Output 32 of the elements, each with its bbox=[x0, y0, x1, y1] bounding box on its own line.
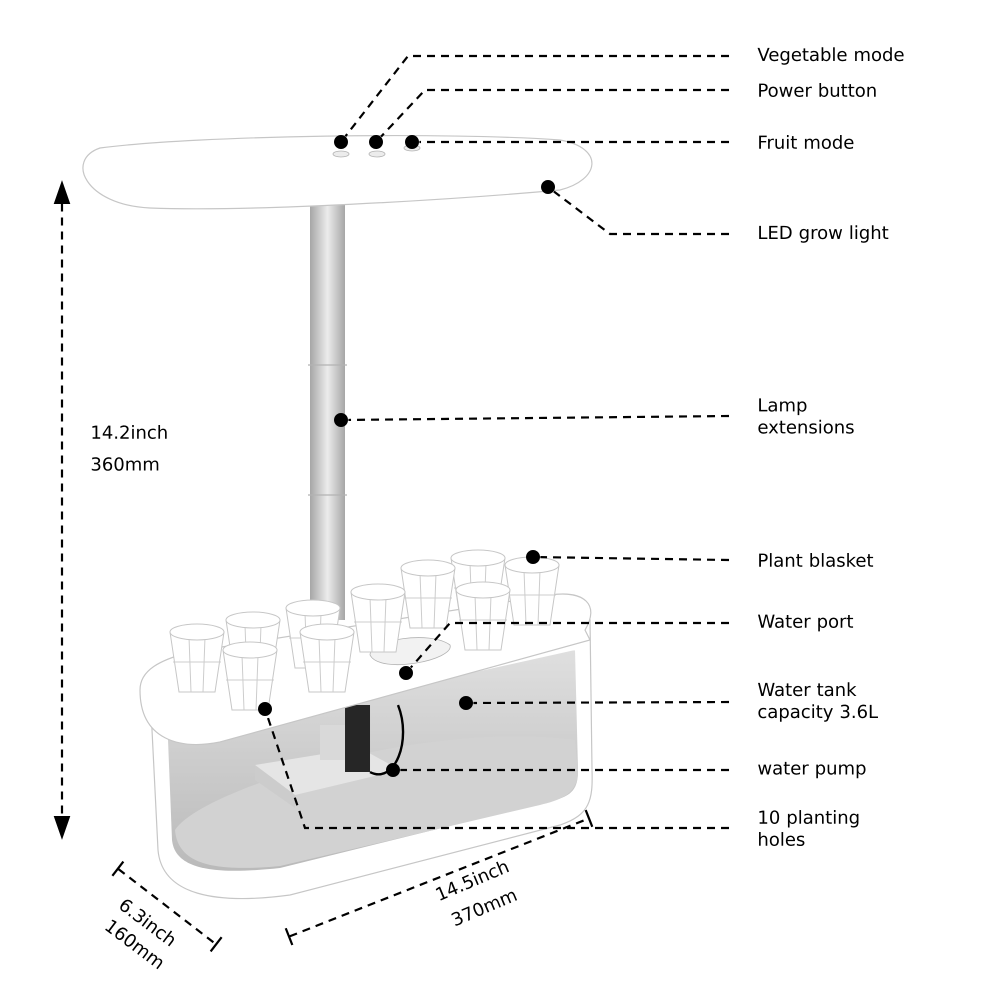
callout-dot bbox=[258, 702, 272, 716]
leader-line bbox=[553, 190, 730, 236]
callout-dot bbox=[369, 135, 383, 149]
callout-label: LED grow light bbox=[759, 225, 888, 243]
leader-line bbox=[419, 140, 730, 144]
leader-line bbox=[400, 768, 730, 772]
leader-line bbox=[410, 622, 730, 668]
leader-line bbox=[380, 88, 730, 138]
dimension-label: 14.2inch bbox=[92, 425, 167, 439]
callout-label: Water tank capacity 3.6L bbox=[758, 682, 878, 722]
callout-dot bbox=[541, 180, 556, 194]
callout-dot bbox=[334, 413, 348, 427]
dimension-label: 360mm bbox=[92, 457, 158, 471]
callout-label: Fruit mode bbox=[759, 135, 854, 149]
callout-dot bbox=[399, 666, 413, 680]
leader-line bbox=[540, 556, 730, 562]
callout-label: Plant blasket bbox=[759, 553, 874, 567]
callout-label: water pump bbox=[758, 762, 866, 778]
callout-dot bbox=[386, 763, 400, 777]
callout-label: 10 planting holes bbox=[759, 810, 858, 846]
callout-label: Vegetable mode bbox=[758, 47, 904, 65]
leader-line bbox=[348, 414, 730, 422]
leader-line bbox=[473, 700, 730, 704]
leader-line bbox=[344, 54, 730, 137]
callout-dot bbox=[526, 550, 540, 564]
callout-dot bbox=[334, 135, 348, 149]
callout-dot bbox=[459, 696, 473, 710]
leader-line bbox=[266, 716, 730, 830]
callout-label: Lamp extensions bbox=[758, 398, 854, 434]
callout-label: Water port bbox=[758, 614, 854, 632]
callout-label: Power button bbox=[759, 83, 876, 97]
callout-dot bbox=[405, 135, 419, 149]
